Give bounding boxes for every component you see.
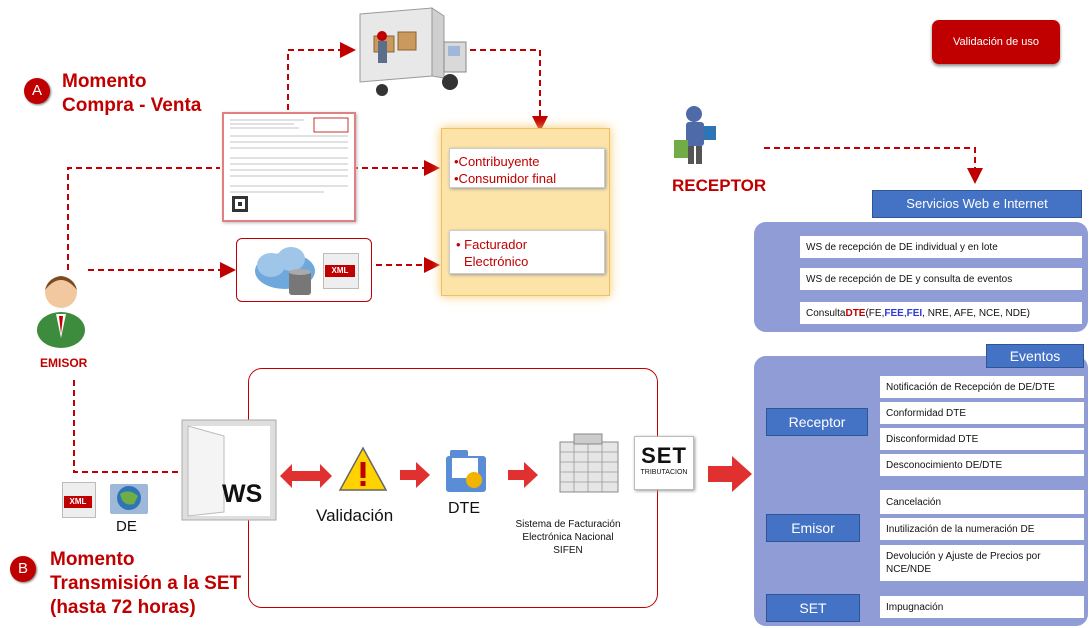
set-logo: SET TRIBUTACION — [634, 436, 694, 490]
flow-arrow-1-icon — [400, 462, 430, 488]
double-arrow-icon — [280, 464, 332, 488]
recipient-consumidor-final: •Consumidor final — [454, 171, 557, 186]
web-service-item-2: WS de recepción de DE y consulta de even… — [800, 268, 1082, 290]
moment-b-title-line2: Transmisión a la SET — [50, 573, 242, 594]
event-receptor-3: Disconformidad DTE — [880, 428, 1084, 450]
event-receptor-4: Desconocimiento DE/DTE — [880, 454, 1084, 476]
dte-highlight: DTE — [845, 307, 866, 319]
de-label: DE — [116, 518, 137, 535]
receptor-label: RECEPTOR — [672, 176, 767, 195]
electronic-biller-line2: Electrónico — [464, 254, 529, 269]
open-door-icon — [180, 418, 280, 522]
web-service-item-1: WS de recepción de DE individual y en lo… — [800, 236, 1082, 258]
xml-file-icon: XML — [323, 253, 359, 289]
flow-arrow-2-icon — [508, 462, 538, 488]
recipient-contribuyente: •Contribuyente — [454, 154, 540, 169]
cloud-database-icon — [255, 247, 315, 295]
events-title: Eventos — [986, 344, 1084, 368]
emisor-label: EMISOR — [40, 356, 88, 370]
event-emisor-3: Devolución y Ajuste de Precios por NCE/N… — [880, 545, 1084, 581]
electronic-biller-box: • Facturador Electrónico — [449, 230, 605, 274]
warning-icon — [338, 446, 388, 491]
flow-arrow-3-icon — [708, 456, 752, 492]
validation-button[interactable]: Validación de uso — [932, 20, 1060, 64]
emisor-person-icon — [36, 268, 86, 348]
dte-label: DTE — [448, 500, 480, 517]
ws-label: WS — [222, 480, 263, 508]
moment-b-title-line3: (hasta 72 horas) — [50, 597, 196, 618]
events-emisor-label: Emisor — [766, 514, 860, 542]
moment-a-title-line1: Momento — [62, 71, 147, 92]
globe-folder-icon — [108, 476, 150, 516]
xml-file-icon-bottom: XML — [62, 482, 96, 518]
electronic-biller-line1: • Facturador — [456, 237, 528, 252]
event-emisor-1: Cancelación — [880, 490, 1084, 514]
moment-b-title-line1: Momento — [50, 549, 135, 570]
moment-a-title-line2: Compra - Venta — [62, 95, 202, 116]
web-services-title: Servicios Web e Internet — [872, 190, 1082, 218]
delivery-truck-icon — [352, 6, 470, 98]
receptor-shopper-icon — [668, 104, 728, 166]
events-set-label: SET — [766, 594, 860, 622]
moment-b-badge: B — [10, 556, 36, 582]
events-receptor-label: Receptor — [766, 408, 868, 436]
event-set-1: Impugnación — [880, 596, 1084, 618]
cloud-xml-box: XML — [236, 238, 372, 302]
event-receptor-2: Conformidad DTE — [880, 402, 1084, 424]
moment-a-badge: A — [24, 78, 50, 104]
event-receptor-1: Notificación de Recepción de DE/DTE — [880, 376, 1084, 398]
dte-folder-icon — [446, 450, 486, 492]
invoice-document-image — [222, 112, 356, 222]
database-table-icon — [559, 433, 619, 493]
web-service-item-3: Consulta DTE (FE, FEE, FEI, NRE, AFE, NC… — [800, 302, 1082, 324]
sifen-label: Sistema de Facturación Electrónica Nacio… — [515, 519, 621, 556]
validation-label: Validación — [316, 506, 394, 525]
recipient-type-box: •Contribuyente •Consumidor final — [449, 148, 605, 188]
event-emisor-2: Inutilización de la numeración DE — [880, 518, 1084, 540]
